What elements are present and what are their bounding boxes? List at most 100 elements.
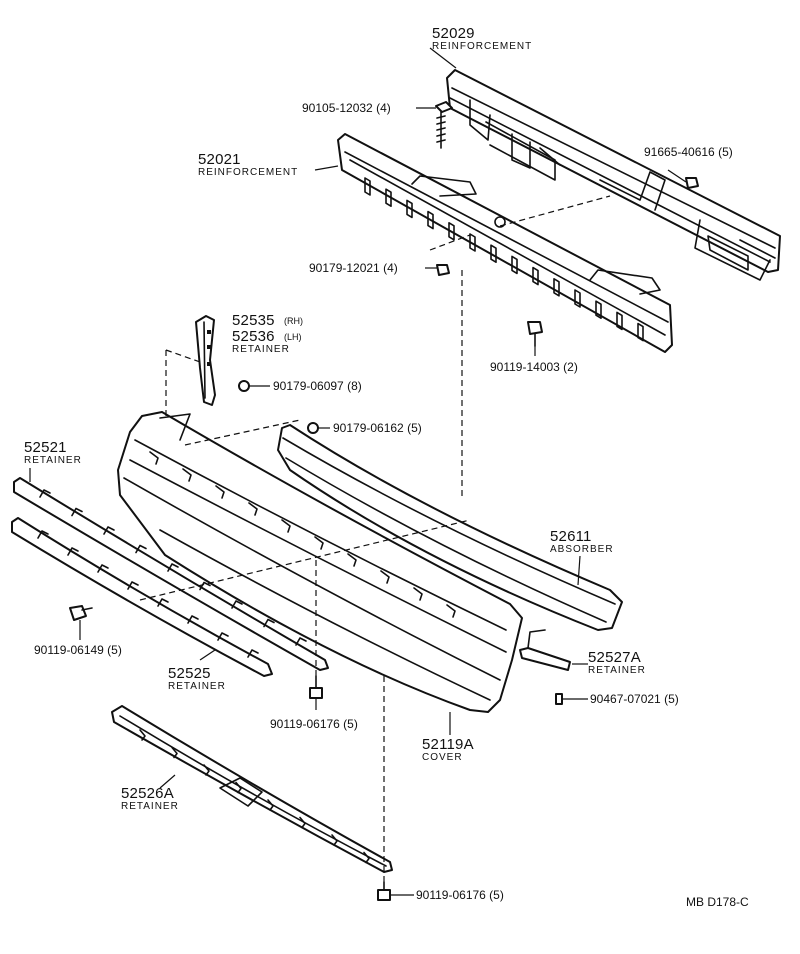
label-90119-06176-b: 90119-06176 (5) — [416, 888, 504, 902]
assembly-dashed-lines — [139, 195, 611, 882]
retainer-tooth — [167, 563, 179, 572]
retainer-tooth — [135, 544, 147, 554]
part-52029-reinforcement — [446, 69, 781, 281]
label-52527A-number: 52527A — [588, 649, 641, 666]
retainer-tooth — [231, 600, 243, 609]
fastener-bolt-90119-06149 — [69, 605, 93, 621]
part-52611-absorber — [277, 424, 623, 631]
retainer-tooth — [203, 764, 210, 776]
retainer-tooth — [217, 632, 229, 641]
leader-lines — [29, 47, 687, 896]
retainer-tooth — [71, 507, 83, 517]
cover-rib — [446, 604, 456, 618]
label-52526A-number: 52526A — [121, 785, 174, 802]
retainer-tooth — [171, 746, 178, 759]
label-52526A-name: RETAINER — [121, 801, 179, 812]
retainer-tooth — [263, 618, 275, 628]
label-52536-number: 52536 — [232, 328, 275, 345]
label-52029-number: 52029 — [432, 25, 475, 42]
cover-rib — [413, 587, 423, 601]
beam-slot — [511, 255, 518, 275]
cover-rib — [248, 502, 258, 516]
beam-slot — [595, 300, 602, 319]
fastener-nut-91665 — [685, 177, 699, 189]
beam-slot — [574, 289, 581, 308]
beam-slot — [448, 222, 455, 241]
part-52526A-retainer — [111, 705, 393, 873]
cover-rib — [347, 553, 357, 567]
label-90179-06097: 90179-06097 (8) — [273, 379, 362, 393]
label-90105-12032: 90105-12032 (4) — [302, 101, 391, 115]
beam-slot — [427, 210, 434, 230]
part-52119A-cover — [117, 411, 523, 713]
part-52527A-retainer — [519, 629, 571, 671]
label-52119A-number: 52119A — [422, 736, 474, 753]
retainer-tooth — [187, 615, 199, 624]
retainer-tooth — [97, 564, 109, 573]
label-52535-number: 52535 — [232, 312, 275, 329]
fastener-clip-90179-06097 — [238, 380, 250, 392]
fastener-nut-90179-12021 — [436, 264, 450, 276]
label-52536-side: (LH) — [284, 332, 302, 342]
cover-rib — [314, 536, 324, 550]
label-52611-name: ABSORBER — [550, 544, 614, 555]
beam-slot — [616, 311, 623, 331]
retainer-tooth — [267, 799, 274, 811]
part-52521-retainer — [13, 477, 329, 671]
beam-slot — [490, 244, 497, 263]
retainer-tooth — [157, 598, 169, 607]
beam-slot — [532, 266, 539, 286]
beam-slot — [637, 322, 644, 342]
fastener-bolt-90105 — [435, 101, 453, 149]
retainer-tooth — [299, 816, 306, 829]
retainer-tooth — [39, 489, 51, 498]
fastener-clip-90179-06162 — [307, 422, 319, 434]
retainer-tooth — [247, 649, 259, 658]
fastener-bolt-90119-06176b — [377, 881, 391, 901]
fastener-bolt-90119-14003 — [527, 321, 543, 347]
part-52525-retainer — [11, 517, 273, 677]
label-52536-name: RETAINER — [232, 344, 290, 355]
label-52021-number: 52021 — [198, 151, 241, 168]
label-91665-40616: 91665-40616 (5) — [644, 145, 733, 159]
label-52535-side: (RH) — [284, 316, 303, 326]
retainer-tooth — [235, 781, 242, 794]
retainer-tooth — [37, 530, 49, 539]
label-90119-06149: 90119-06149 (5) — [34, 643, 122, 657]
fastener-screw-90467 — [555, 693, 563, 705]
retainer-tooth — [199, 581, 211, 591]
retainer-tooth — [103, 526, 115, 535]
label-52611-number: 52611 — [550, 528, 592, 545]
beam-slot — [364, 177, 371, 196]
label-90179-12021: 90179-12021 (4) — [309, 261, 398, 275]
beam-slot — [406, 199, 413, 219]
label-90119-14003: 90119-14003 (2) — [490, 360, 578, 374]
retainer-tooth — [331, 834, 338, 846]
label-52527A-name: RETAINER — [588, 665, 646, 676]
label-52521-number: 52521 — [24, 439, 67, 456]
part-52535-52536-retainer — [195, 315, 216, 406]
beam-slot — [469, 233, 476, 252]
cover-rib — [215, 485, 225, 499]
label-52119A-name: COVER — [422, 752, 463, 763]
label-52021-name: REINFORCEMENT — [198, 167, 299, 178]
retainer-tooth — [363, 851, 370, 864]
retainer-tooth — [139, 729, 146, 741]
retainer-tooth — [127, 581, 139, 590]
cover-rib — [380, 570, 390, 584]
part-52021-reinforcement — [337, 133, 673, 353]
cover-rib — [149, 451, 159, 465]
retainer-tooth — [295, 637, 307, 646]
label-90119-06176-a: 90119-06176 (5) — [270, 717, 358, 731]
retainer-tooth — [67, 547, 79, 556]
beam-slot — [553, 278, 560, 297]
cover-rib — [281, 519, 291, 533]
cover-rib — [182, 468, 192, 482]
label-90179-06162: 90179-06162 (5) — [333, 421, 422, 435]
diagram-code: MB D178-C — [686, 895, 749, 909]
fastener-bolt-90119-06176a — [309, 675, 323, 699]
beam-slot — [385, 188, 392, 207]
label-52029-name: REINFORCEMENT — [432, 41, 533, 52]
label-52525-number: 52525 — [168, 665, 211, 682]
